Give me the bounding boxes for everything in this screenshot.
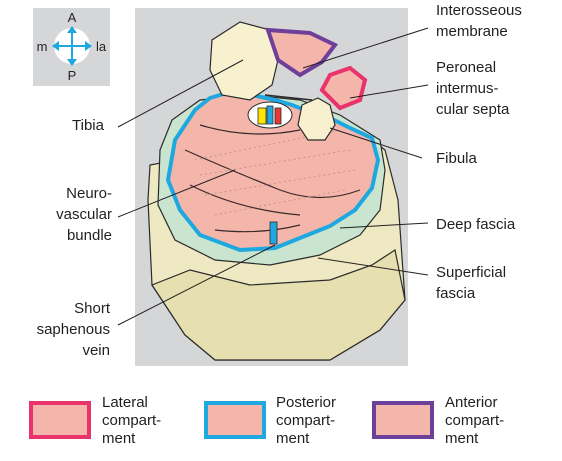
legend-swatches (31, 403, 432, 437)
compass-lateral-label: la (96, 39, 107, 54)
label-short-saphenous-vein: Short saphenous vein (30, 298, 110, 361)
legend-swatch-anterior (374, 403, 432, 437)
label-deep-fascia: Deep fascia (436, 214, 515, 235)
compass-medial-label: m (37, 39, 48, 54)
legend-label-lateral: Lateral compart- ment (102, 394, 161, 448)
label-tibia: Tibia (72, 115, 104, 136)
label-fibula: Fibula (436, 148, 477, 169)
compass-posterior-label: P (68, 68, 77, 83)
short-saphenous-vein (270, 222, 277, 244)
label-peroneal-septa: Peroneal intermus- cular septa (436, 57, 509, 120)
legend-label-anterior: Anterior compart- ment (445, 394, 504, 448)
label-interosseous-membrane: Interosseous membrane (436, 0, 522, 42)
legend-swatch-lateral (31, 403, 89, 437)
fibula-bone (298, 98, 335, 140)
neurovascular-bundle (248, 102, 292, 128)
legend-swatch-posterior (206, 403, 264, 437)
label-superficial-fascia: Superficial fascia (436, 262, 506, 304)
label-neurovascular-bundle: Neuro- vascular bundle (54, 183, 112, 246)
compass-anterior-label: A (68, 10, 77, 25)
legend-label-posterior: Posterior compart- ment (276, 394, 336, 448)
orientation-compass: A P m la (33, 8, 110, 86)
